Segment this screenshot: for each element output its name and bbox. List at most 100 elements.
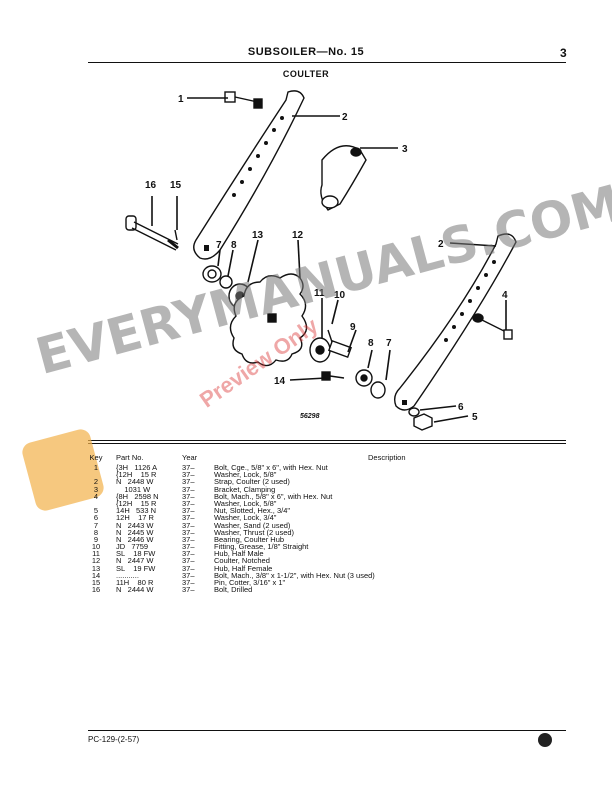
row-year: 37– xyxy=(182,578,195,587)
row-description: Coulter, Notched xyxy=(214,556,270,566)
callout-13: 13 xyxy=(252,230,264,241)
row-description: Fitting, Grease, 1/8" Straight xyxy=(214,542,309,552)
table-row: 7 N 2443 W 37– Washer, Sand (2 used) xyxy=(88,520,566,530)
callout-8b: 8 xyxy=(368,338,374,349)
row-part-no: SL 18 FW xyxy=(116,549,156,559)
row-part-no: {3H 1126 A xyxy=(116,463,158,472)
callout-12: 12 xyxy=(292,230,304,241)
deere-logo-icon xyxy=(538,733,552,747)
row-year: 37– xyxy=(182,463,195,472)
row-description: Pin, Cotter, 3/16" x 1" xyxy=(214,578,286,587)
header-divider xyxy=(88,62,566,63)
footer-rule xyxy=(88,730,566,731)
row-year: 37– xyxy=(182,506,195,516)
row-year: 37– xyxy=(182,498,195,508)
row-part-no: N 2443 W xyxy=(116,520,154,530)
callout-8a: 8 xyxy=(231,240,237,251)
callout-2a: 2 xyxy=(342,112,348,123)
table-header-row: Key Part No. Year Description xyxy=(88,454,566,464)
strap-left xyxy=(193,90,305,260)
row-year: 37– xyxy=(182,470,195,480)
figure-number: 56298 xyxy=(300,413,320,420)
callout-11: 11 xyxy=(314,288,325,299)
row-description: Washer, Lock, 3/4" xyxy=(214,513,277,523)
callout-5: 5 xyxy=(472,412,478,423)
table-row: {12H 15 R 37– Washer, Lock, 5/8" xyxy=(88,470,566,480)
row-description: Bolt, Mach., 5/8" x 6", with Hex. Nut xyxy=(214,491,333,501)
row-key: 13 xyxy=(91,563,101,573)
drilled-bolt-16 xyxy=(125,215,179,251)
header-description: Description xyxy=(368,453,406,462)
row-year: 37– xyxy=(182,491,195,501)
callout-2b: 2 xyxy=(438,239,444,250)
strap-right xyxy=(393,233,517,411)
row-key: 14 xyxy=(91,570,101,580)
page-title: SUBSOILER—No. 15 xyxy=(247,46,365,58)
row-key: 5 xyxy=(93,506,99,516)
row-year: 37– xyxy=(182,542,195,552)
row-year: 37– xyxy=(182,520,195,530)
slotted-nut-5 xyxy=(413,413,433,431)
row-key: 9 xyxy=(93,534,99,544)
callout-7a: 7 xyxy=(216,240,222,251)
row-year: 37– xyxy=(182,513,195,523)
leader-lines xyxy=(151,97,507,423)
row-part-no: 14H 533 N xyxy=(116,506,157,516)
row-key: 10 xyxy=(91,542,101,552)
row-description: Bracket, Clamping xyxy=(214,484,276,494)
clamping-bracket xyxy=(320,145,367,211)
row-part-no: N 2448 W xyxy=(116,477,154,487)
bolt-14 xyxy=(321,371,345,381)
row-description: Washer, Sand (2 used) xyxy=(214,520,291,530)
header-part-no: Part No. xyxy=(116,453,144,462)
row-description: Washer, Lock, 5/8" xyxy=(214,498,277,508)
callout-10: 10 xyxy=(334,290,346,301)
callout-14: 14 xyxy=(274,376,286,387)
row-key: 1 xyxy=(93,463,99,472)
footer-code: PC-129-(2-57) xyxy=(88,735,140,744)
table-row: 5 14H 533 N 37– Nut, Slotted, Hex., 3/4" xyxy=(88,506,566,516)
parts-diagram: 1 2 3 16 15 7 8 13 12 2 11 10 9 4 8 7 14… xyxy=(125,90,517,431)
row-description: Washer, Thrust (2 used) xyxy=(214,527,295,537)
strap-right-holes xyxy=(402,260,496,405)
row-key: 8 xyxy=(93,527,99,537)
row-part-no: {12H 15 R xyxy=(116,470,157,480)
callout-3: 3 xyxy=(402,144,408,155)
coulter-hub-bearing xyxy=(327,339,353,359)
callout-9: 9 xyxy=(350,322,356,333)
row-key: 7 xyxy=(93,520,99,530)
row-description: Nut, Slotted, Hex., 3/4" xyxy=(214,506,291,516)
callout-4: 4 xyxy=(502,290,508,301)
row-description: Bolt, Mach., 3/8" x 1-1/2", with Hex. Nu… xyxy=(214,570,375,580)
row-year: 37– xyxy=(182,527,195,537)
row-year: 37– xyxy=(182,556,195,566)
row-part-no: 12H 17 R xyxy=(116,513,154,523)
row-description: Washer, Lock, 5/8" xyxy=(214,470,277,480)
header-year: Year xyxy=(182,453,198,462)
row-description: Hub, Half Male xyxy=(214,549,264,559)
table-rule-top-2 xyxy=(88,443,566,444)
callout-16: 16 xyxy=(145,180,157,191)
row-description: Hub, Half Female xyxy=(214,563,273,573)
strap-left-holes xyxy=(204,116,284,251)
lock-washer-6 xyxy=(408,407,420,417)
row-key: 3 xyxy=(93,484,99,494)
bolt-4 xyxy=(472,313,513,340)
row-description: Bolt, Cge., 5/8" x 6", with Hex. Nut xyxy=(214,463,328,472)
callout-15: 15 xyxy=(170,180,182,191)
row-description: Bearing, Coulter Hub xyxy=(214,534,285,544)
row-key: 16 xyxy=(91,585,101,595)
row-part-no: ........... xyxy=(116,570,139,580)
row-key: 2 xyxy=(93,477,99,487)
thrust-washer-left xyxy=(219,275,233,289)
row-part-no: 1031 W xyxy=(116,484,151,494)
page-number: 3 xyxy=(560,46,567,60)
